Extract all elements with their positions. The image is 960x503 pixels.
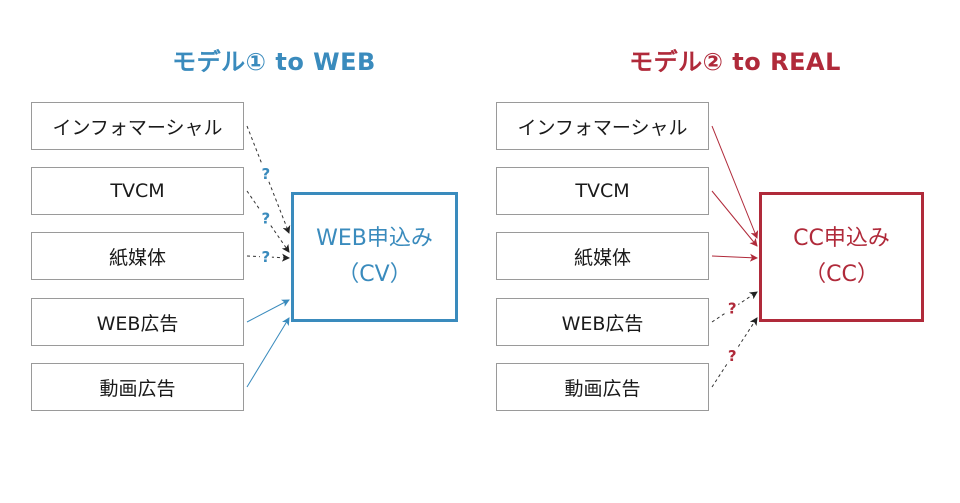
model-2-target-line1: CC申込み [793, 226, 890, 251]
model-1-question-mark-tvcm: ? [262, 209, 271, 227]
model-2-arrow-infomercial [711, 125, 759, 239]
model-1-source-print: 紙媒体 [31, 232, 244, 280]
model-2-arrow-tvcm [711, 190, 758, 247]
question-label-bg [726, 298, 739, 315]
model-1-arrow-video-ad [246, 317, 290, 388]
question-label-bg [259, 246, 272, 263]
model-2-source-tvcm: TVCM [496, 167, 709, 215]
model-2-target-line2: （CC） [804, 262, 879, 287]
model-1-target-line2: （CV） [337, 262, 412, 287]
model-2-source-print: 紙媒体 [496, 232, 709, 280]
model-2-question-mark-web-ad: ? [728, 300, 737, 318]
model-1-source-web-ad: WEB広告 [31, 298, 244, 346]
model-2-source-video-ad: 動画広告 [496, 363, 709, 411]
model-1-target: WEB申込み （CV） [291, 192, 458, 322]
model-1-source-tvcm: TVCM [31, 167, 244, 215]
model-1-arrow-print [246, 253, 290, 262]
model-2-arrow-print [711, 253, 758, 262]
model-1-source-infomercial: インフォマーシャル [31, 102, 244, 150]
model-1-target-line1: WEB申込み [316, 226, 433, 251]
model-1-arrow-infomercial [246, 125, 291, 234]
model-1-question-mark-infomercial: ? [262, 165, 271, 183]
model-2-arrow-video-ad [711, 317, 758, 388]
model-1-title: モデル① to WEB [172, 48, 376, 76]
model-2-source-infomercial: インフォマーシャル [496, 102, 709, 150]
model-2-target: CC申込み （CC） [759, 192, 924, 322]
model-2-title: モデル② to REAL [629, 48, 841, 76]
model-1-arrow-web-ad [246, 299, 290, 323]
model-1-question-mark-print: ? [262, 248, 271, 266]
model-2-arrow-web-ad [711, 291, 758, 323]
question-label-bg [726, 345, 739, 362]
question-label-bg [259, 164, 272, 181]
model-2-source-web-ad: WEB広告 [496, 298, 709, 346]
model-1-source-video-ad: 動画広告 [31, 363, 244, 411]
model-1-arrow-tvcm [246, 190, 290, 253]
model-2-question-mark-video-ad: ? [728, 347, 737, 365]
question-label-bg [259, 208, 272, 225]
